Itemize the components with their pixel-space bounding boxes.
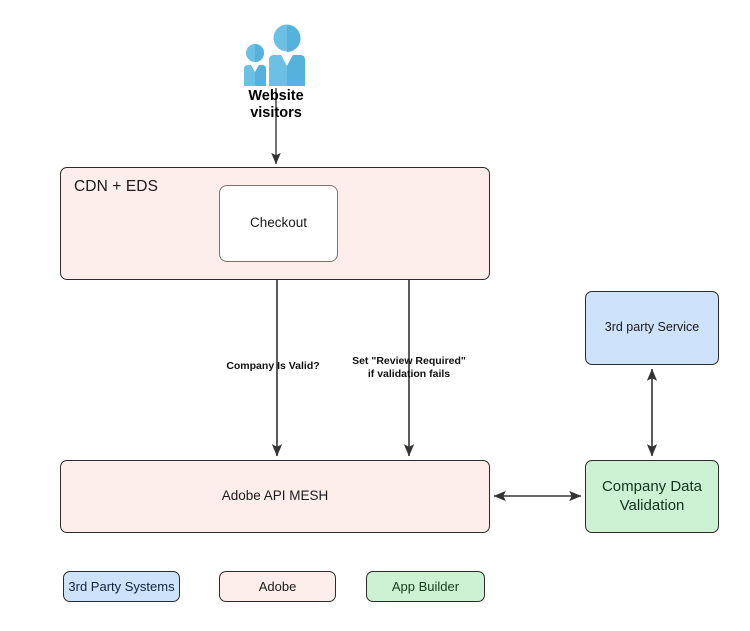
legend-item-app-builder: App Builder	[366, 571, 485, 602]
edge-label-review-required: Set "Review Required" if validation fail…	[352, 355, 466, 381]
adobe-api-mesh-label: Adobe API MESH	[221, 488, 329, 504]
third-party-service-node[interactable]: 3rd party Service	[585, 291, 719, 365]
cdn-eds-group-label: CDN + EDS	[74, 178, 159, 195]
legend-label-third-party-systems: 3rd Party Systems	[68, 579, 175, 594]
website-visitors-label: Website visitors	[248, 88, 304, 122]
third-party-service-label: 3rd party Service	[604, 320, 700, 335]
legend-item-adobe: Adobe	[219, 571, 336, 602]
website-visitors-people-icon	[244, 24, 305, 86]
website-visitors-actor: Website visitors	[228, 24, 324, 122]
legend-label-app-builder: App Builder	[391, 579, 460, 594]
checkout-node[interactable]: Checkout	[219, 185, 338, 262]
company-data-validation-label: Company Data Validation	[601, 477, 703, 514]
company-data-validation-node[interactable]: Company Data Validation	[585, 460, 719, 533]
checkout-node-label: Checkout	[249, 215, 308, 231]
edge-label-company-is-valid: Company Is Valid?	[226, 360, 320, 372]
legend-item-third-party-systems: 3rd Party Systems	[63, 571, 180, 602]
legend-label-adobe: Adobe	[258, 579, 297, 594]
adobe-api-mesh-node[interactable]: Adobe API MESH	[60, 460, 490, 533]
